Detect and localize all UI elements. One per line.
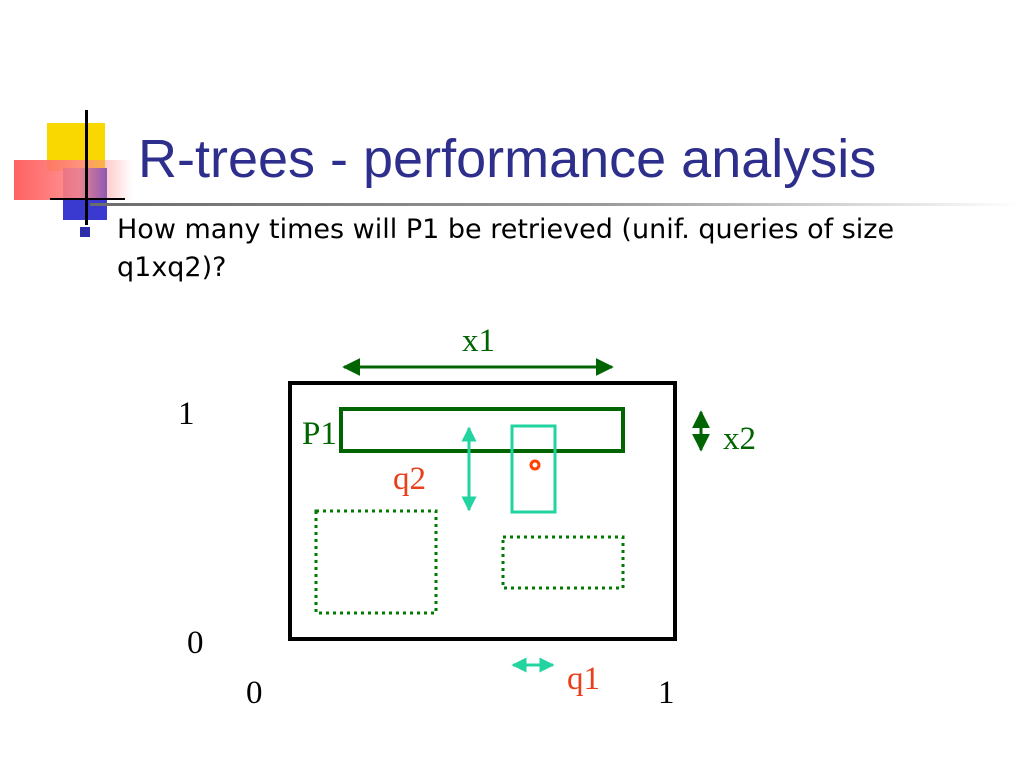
- deco-red-gradient-bar: [14, 160, 132, 200]
- dotted-rectangle-left: [314, 509, 438, 615]
- bullet-text: How many times will P1 be retrieved (uni…: [117, 214, 895, 283]
- dotted-rectangle-right: [501, 535, 625, 590]
- p1-rectangle: [339, 407, 625, 453]
- query-point: [529, 459, 541, 471]
- deco-horizontal-line: [50, 198, 125, 200]
- query-rectangle: [510, 424, 557, 514]
- x2-label: x2: [723, 421, 756, 457]
- unit-square-frame: [288, 381, 677, 641]
- q1-label: q1: [567, 661, 600, 697]
- x-axis-left-label: 0: [246, 675, 263, 711]
- deco-vertical-line: [85, 110, 88, 225]
- y-axis-top-label: 1: [178, 396, 195, 432]
- y-axis-bottom-label: 0: [187, 625, 204, 661]
- title-underline: [90, 203, 1020, 206]
- x-axis-right-label: 1: [658, 675, 675, 711]
- slide-title: R-trees - performance analysis: [138, 129, 877, 189]
- p1-label: P1: [302, 416, 337, 452]
- q2-label: q2: [393, 461, 426, 497]
- bullet-marker: [80, 227, 90, 237]
- x1-label: x1: [462, 323, 495, 359]
